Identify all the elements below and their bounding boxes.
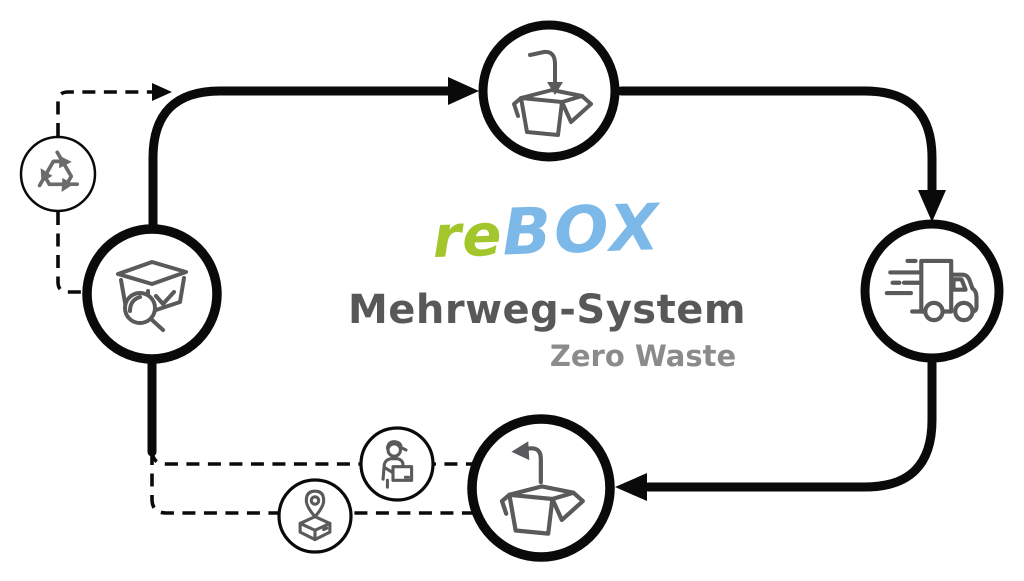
dashed-arrow-into-loop-icon xyxy=(152,83,172,101)
icons xyxy=(37,49,979,542)
loop-segment-packing-to-delivery xyxy=(616,86,937,203)
arrow-into-packing-icon xyxy=(448,77,479,105)
loop-segment-delivery-to-return xyxy=(643,358,937,492)
box-inspection-icon xyxy=(116,260,188,332)
recycle-to-loop-path xyxy=(56,90,156,136)
delivery-truck-icon xyxy=(884,258,979,323)
return-location-path xyxy=(150,452,474,515)
arrowheads xyxy=(152,77,946,501)
dashed-paths xyxy=(56,90,474,515)
loop-segment-inspection-to-packing xyxy=(148,86,457,235)
box-packing-icon xyxy=(512,49,593,137)
box-return-icon xyxy=(499,441,585,536)
inspection-node-circle xyxy=(82,224,222,364)
courier-icon xyxy=(381,440,414,489)
recycle-node-circle xyxy=(19,135,97,213)
recycle-to-inspection-path xyxy=(56,212,84,294)
recycle-icon xyxy=(37,150,79,192)
courier-node-circle xyxy=(359,426,435,502)
arrow-into-delivery-icon xyxy=(918,190,946,222)
arrow-into-return-icon xyxy=(615,473,647,501)
main-loop xyxy=(147,86,937,492)
location-package-icon xyxy=(298,489,332,542)
